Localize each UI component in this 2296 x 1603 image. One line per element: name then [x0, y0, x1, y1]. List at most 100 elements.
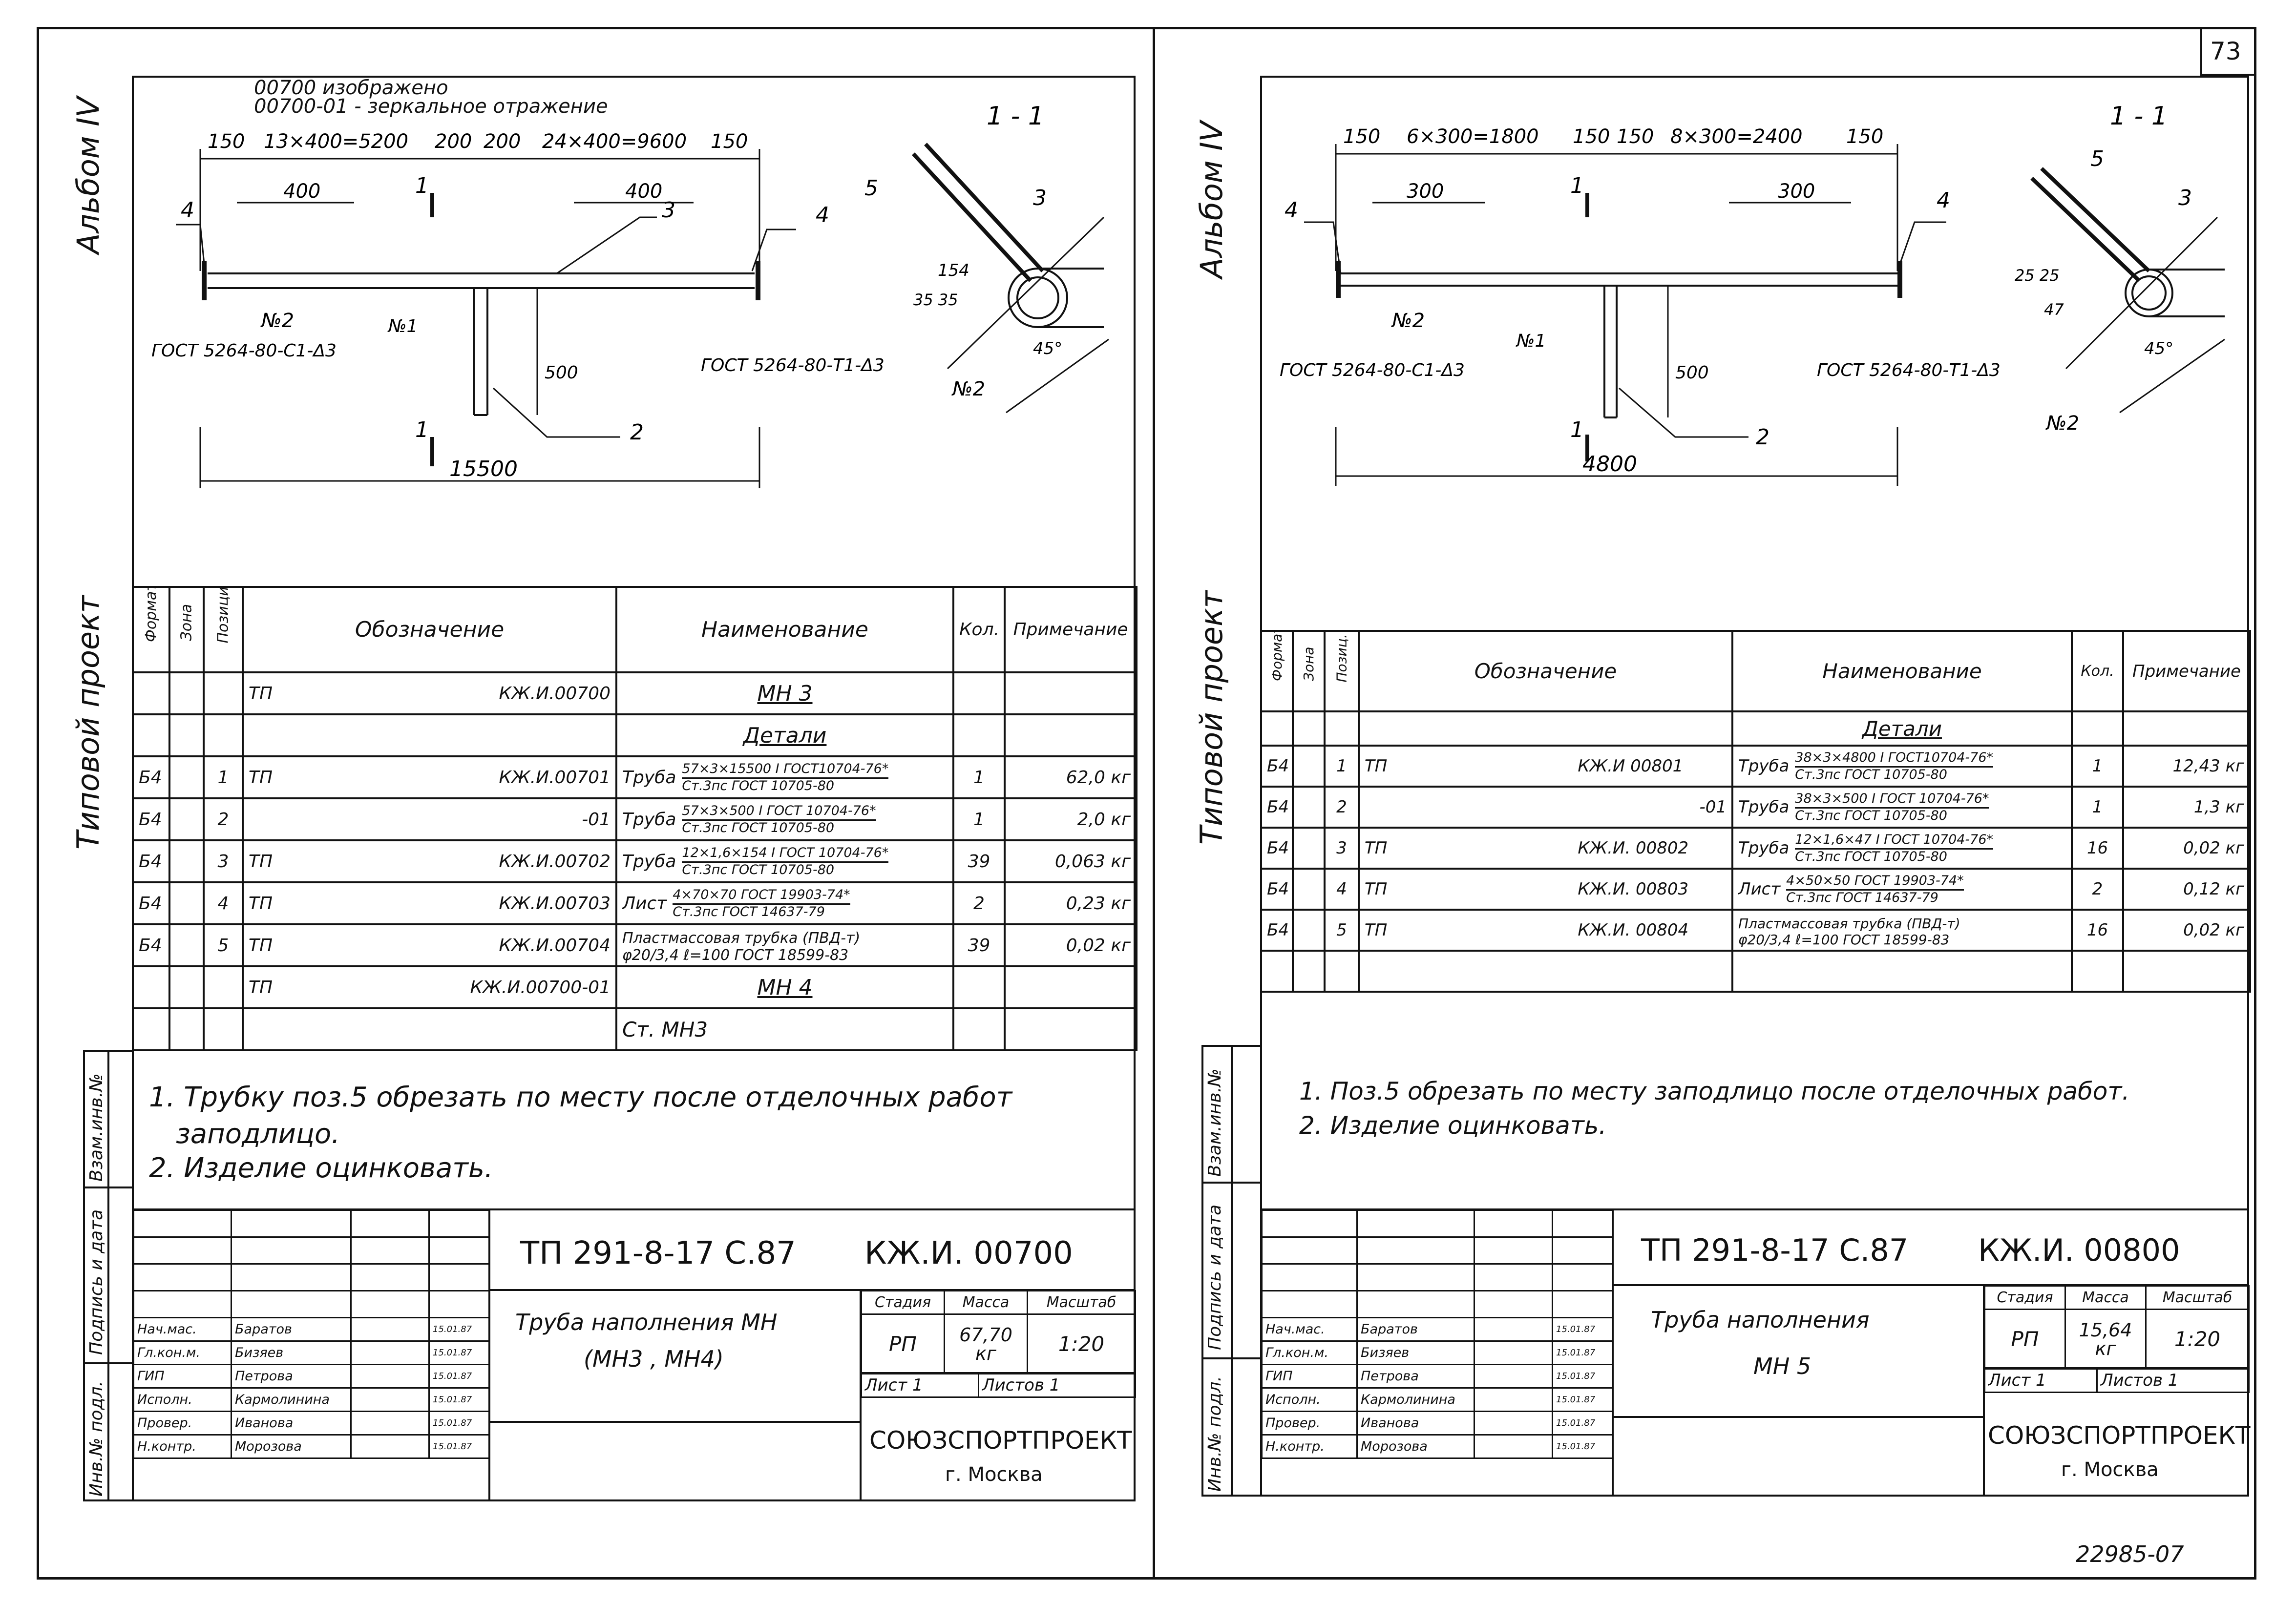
left-h-designation: Обозначение	[242, 586, 617, 673]
right-weld-n2b: №2	[2045, 412, 2079, 435]
right-stamp-code: КЖ.И. 00800	[1978, 1232, 2180, 1268]
right-album-label: Альбом IV	[1194, 121, 1229, 278]
right-side-label-vzam: Взам.инв.№	[1205, 1068, 1225, 1177]
left-side-label-inv: Инв.№ подл.	[86, 1381, 106, 1497]
left-dim-154: 154	[938, 261, 969, 280]
left-stamp-hline2	[488, 1421, 860, 1423]
right-h-name: Наименование	[1731, 630, 2073, 712]
left-dim-5200: 13×400=5200	[264, 130, 408, 153]
right-stamp-title-2: МН 5	[1753, 1353, 1812, 1379]
sheet-divider	[1153, 27, 1155, 1580]
left-note-1b: заподлицо.	[176, 1118, 340, 1150]
left-dim-150b: 150	[711, 130, 748, 153]
page-number: 73	[2210, 37, 2241, 65]
left-dim-150a: 150	[208, 130, 245, 153]
right-dim-2400: 8×300=2400	[1670, 125, 1803, 148]
left-side-label-vzam: Взам.инв.№	[86, 1073, 106, 1182]
left-stamp-city: г. Москва	[945, 1463, 1043, 1486]
left-stamp-title-2: (МН3 , МН4)	[584, 1346, 724, 1372]
right-dim-150c: 150	[1617, 125, 1654, 148]
left-weld-n2b: №2	[951, 378, 985, 400]
right-stamp-city: г. Москва	[2061, 1458, 2159, 1481]
right-h-pos: Позиц.	[1324, 630, 1360, 712]
right-spec-table: Формат Зона Позиц. Обозначение Наименова…	[1260, 630, 2251, 993]
left-note-1: 1. Трубку поз.5 обрезать по месту после …	[149, 1082, 1012, 1113]
right-dim-150a: 150	[1343, 125, 1380, 148]
right-stamp-hline2	[1612, 1416, 1983, 1418]
right-h-designation: Обозначение	[1358, 630, 1733, 712]
left-section-label: 1 - 1	[987, 102, 1044, 131]
left-gost-right: ГОСТ 5264-80-Т1-Δ3	[701, 355, 885, 375]
left-dim-500: 500	[545, 363, 578, 383]
left-pipe-drawing: 150 13×400=5200 200 200 24×400=9600 150 …	[151, 102, 1109, 488]
right-stamp-title-1: Труба наполнения	[1651, 1307, 1870, 1333]
right-dim-25: 25 25	[2015, 266, 2060, 285]
left-stamp-vline	[488, 1208, 490, 1501]
left-drawing-note-2: 00700-01 - зеркальное отражение	[254, 95, 608, 118]
right-h-format: Формат	[1260, 630, 1294, 712]
table-row: Ст. МН3	[132, 1007, 1137, 1051]
left-pos-4a: 4	[181, 198, 194, 223]
left-stamp-project: ТП 291-8-17 С.87	[520, 1235, 796, 1271]
right-dim-300a: 300	[1407, 180, 1444, 203]
left-weld-n1: №1	[387, 316, 418, 336]
left-pos-3s: 3	[1033, 186, 1047, 210]
left-pos-4b: 4	[816, 203, 829, 228]
right-series-label: Типовой проект	[1194, 590, 1229, 845]
right-dim-300b: 300	[1778, 180, 1815, 203]
right-pos-4a: 4	[1285, 198, 1298, 223]
right-pipe-drawing: 150 6×300=1800 150 150 8×300=2400 150 30…	[1280, 102, 2225, 486]
left-dim-35: 35 35	[913, 291, 958, 309]
right-strip-mid	[1231, 1045, 1233, 1497]
left-stamp-code: КЖ.И. 00700	[864, 1235, 1073, 1271]
left-h-format: Формат	[132, 586, 170, 673]
left-dim-200a: 200	[435, 130, 472, 153]
outer-frame	[37, 27, 2256, 1580]
right-gost-left: ГОСТ 5264-80-С1-Δ3	[1280, 360, 1465, 380]
right-stamp-org: СОЮЗСПОРТПРОЕКТ	[1988, 1421, 2251, 1450]
right-dim-150d: 150	[1846, 125, 1883, 148]
left-h-note: Примечание	[1004, 586, 1137, 673]
left-weld-n2a: №2	[260, 310, 294, 332]
left-stamp-vline2	[860, 1289, 862, 1501]
right-angle: 45°	[2144, 339, 2173, 358]
left-h-pos: Позиция	[203, 586, 244, 673]
left-strip-mid	[107, 1050, 109, 1501]
right-dim-total: 4800	[1582, 452, 1637, 477]
table-row: Детали	[132, 713, 1137, 757]
page-number-box	[2200, 27, 2256, 76]
right-pos-5: 5	[2090, 146, 2104, 171]
left-dim-400a: 400	[283, 180, 320, 203]
left-note-2: 2. Изделие оцинковать.	[149, 1152, 493, 1184]
left-stamp-org: СОЮЗСПОРТПРОЕКТ	[869, 1426, 1132, 1455]
left-stamp-title-1: Труба наполнения МН	[515, 1309, 778, 1335]
left-album-label: Альбом IV	[70, 97, 106, 254]
right-stamp-project: ТП 291-8-17 С.87	[1641, 1232, 1909, 1268]
left-side-label-sign: Подпись и дата	[86, 1209, 106, 1355]
right-section-label: 1 - 1	[2110, 102, 2168, 131]
table-row: Детали	[1260, 710, 2251, 747]
right-h-qty: Кол.	[2071, 630, 2124, 712]
left-spec-table: Формат Зона Позиция Обозначение Наименов…	[132, 586, 1137, 1051]
